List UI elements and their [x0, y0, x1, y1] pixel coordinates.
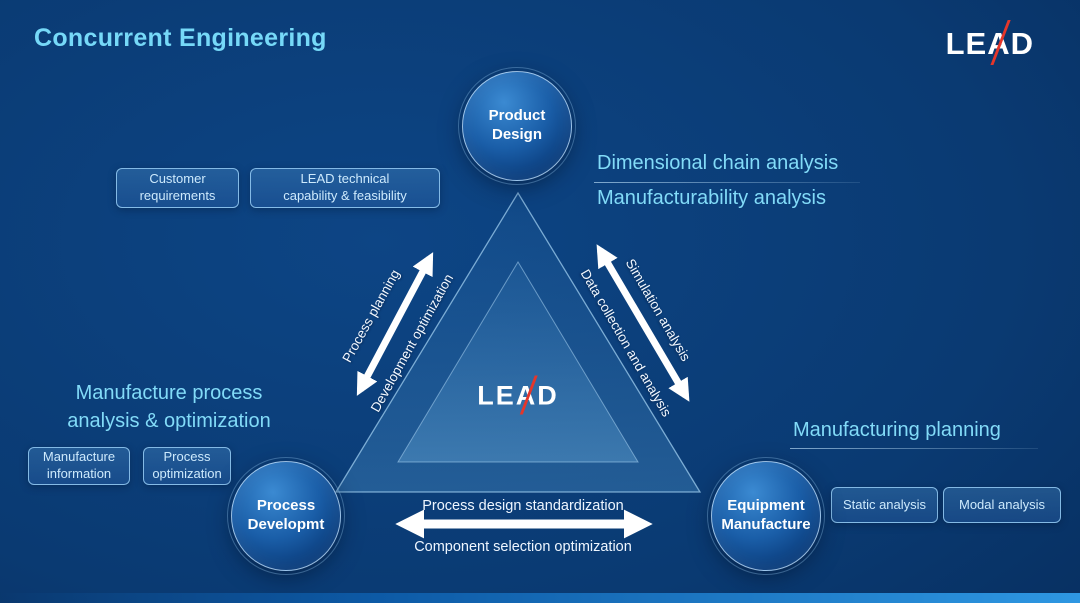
page-title: Concurrent Engineering: [34, 24, 327, 52]
annotation-manufacturing-planning: Manufacturing planning: [793, 419, 1001, 441]
tag-line: information: [46, 466, 112, 481]
tag-line: requirements: [139, 188, 216, 203]
node-label-line: Equipment: [727, 497, 805, 515]
logo-letter-d: D: [1010, 26, 1034, 61]
logo-letter-d: D: [537, 380, 559, 411]
annotation-line-1: Manufacture process: [75, 382, 263, 404]
arrow-label-process-design-standardization: Process design standardization: [422, 498, 624, 514]
tag-line: capability & feasibility: [283, 188, 407, 203]
tag-line: Customer: [149, 171, 206, 187]
logo-letter-a-red-slash-icon: A: [515, 380, 538, 411]
tag-line: optimization: [152, 466, 222, 481]
tag-process-optimization: Process optimization: [143, 447, 231, 485]
tag-line: LEAD technical: [300, 171, 390, 187]
annotation-line-2: analysis & optimization: [67, 410, 271, 432]
arrow-design-development: [356, 252, 434, 396]
tag-modal-analysis: Modal analysis: [943, 487, 1061, 523]
divider-line: [790, 448, 1038, 449]
annotation-manufacturability-analysis: Manufacturability analysis: [597, 187, 826, 209]
tag-line: Modal analysis: [959, 496, 1045, 512]
logo-letters-le: LE: [945, 26, 988, 61]
tag-lead-technical-capability: LEAD technical capability & feasibility: [250, 168, 440, 208]
tag-customer-requirements: Customer requirements: [116, 168, 239, 208]
triangle-inner: [397, 261, 639, 463]
logo-letter-a-red-slash-icon: A: [987, 26, 1011, 61]
annotation-manufacture-process-optimization: Manufacture process analysis & optimizat…: [30, 379, 308, 435]
node-product-design: Product Design: [458, 67, 576, 185]
node-label-line: Manufacture: [721, 516, 811, 533]
divider-line: [594, 182, 860, 183]
node-label-line: Developmt: [247, 516, 325, 533]
bottom-accent-bar: [0, 593, 1080, 603]
node-label-line: Process: [256, 497, 316, 515]
tag-line: Process: [163, 449, 211, 465]
arrow-label-component-selection-optimization: Component selection optimization: [414, 539, 632, 555]
tag-line: Manufacture: [42, 449, 116, 465]
node-process-development: Process Developmt: [227, 457, 345, 575]
arrow-design-manufacture: [596, 244, 690, 402]
logo-letters-le: LE: [477, 380, 516, 411]
annotation-dimensional-chain-analysis: Dimensional chain analysis: [597, 152, 839, 174]
tag-static-analysis: Static analysis: [831, 487, 938, 523]
tag-manufacture-information: Manufacture information: [28, 447, 130, 485]
node-label-line: Design: [491, 126, 542, 143]
tag-line: Static analysis: [842, 496, 927, 512]
node-equipment-manufacture: Equipment Manufacture: [707, 457, 825, 575]
node-label-line: Product: [488, 107, 546, 125]
